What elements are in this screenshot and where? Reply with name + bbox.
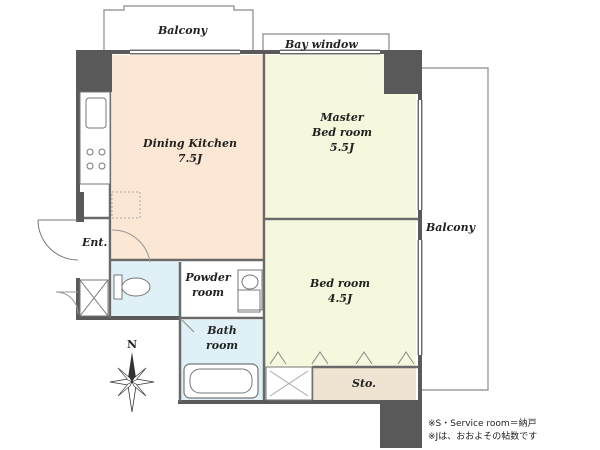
storage-label: Sto. (352, 377, 376, 390)
bedroom-floor (266, 221, 416, 367)
master-bedroom-size: 5.5J (329, 141, 355, 154)
dining-kitchen-floor (112, 55, 264, 259)
window-frames (130, 49, 423, 355)
toilet-tank (113, 274, 123, 300)
top-balcony-outline (103, 5, 254, 52)
column-bottom-right (380, 402, 422, 448)
compass-rose-icon (109, 352, 155, 413)
bath-room-name-1: Bath (207, 324, 237, 337)
exterior-door (55, 291, 79, 315)
master-bedroom-name-1: Master (320, 111, 364, 124)
entrance-door (37, 219, 79, 261)
fridge-space (111, 191, 141, 219)
bay-window-outline (262, 33, 390, 52)
kitchen-sink (85, 97, 107, 129)
entrance-label: Ent. (82, 236, 108, 249)
powder-room-name-1: Powder (185, 271, 231, 284)
right-balcony-outline (422, 67, 489, 391)
dining-kitchen-label: Dining Kitchen 7.5J (143, 136, 237, 166)
top-balcony-label: Balcony (158, 24, 208, 37)
bedroom-size: 4.5J (327, 292, 353, 305)
note-jo-units: ※Jは、おおよその帖数です (428, 432, 538, 442)
bath-door (181, 319, 195, 333)
master-bedroom-label: Master Bed room 5.5J (312, 110, 372, 155)
note-service-room: ※S・Service room＝納戸 (428, 419, 537, 429)
windows (130, 51, 421, 355)
bathtub (183, 363, 259, 399)
bath-room-label: Bath room (206, 323, 238, 353)
column-top-left (76, 50, 112, 92)
entrance-inner-door (111, 229, 151, 263)
toilet-bowl (121, 277, 151, 297)
bath-room-name-2: room (205, 339, 239, 352)
powder-room-name-2: room (191, 286, 225, 299)
bedroom-label: Bed room 4.5J (310, 276, 370, 306)
storage-floor (312, 367, 416, 401)
powder-room-label: Powder room (185, 270, 230, 300)
master-bedroom-name-2: Bed room (312, 126, 372, 139)
bay-window-label: Bay window (285, 38, 358, 51)
closet-doors (269, 351, 415, 365)
entrance-floor (80, 220, 110, 278)
right-balcony-label: Balcony (426, 221, 476, 234)
washing-machine-space (237, 289, 261, 313)
column-left-middle (76, 192, 84, 222)
dining-kitchen-name: Dining Kitchen (143, 137, 237, 150)
dining-kitchen-size: 7.5J (177, 152, 203, 165)
column-top-right (384, 50, 422, 94)
bedroom-name: Bed room (310, 277, 370, 290)
compass-north-label: N (127, 338, 138, 351)
